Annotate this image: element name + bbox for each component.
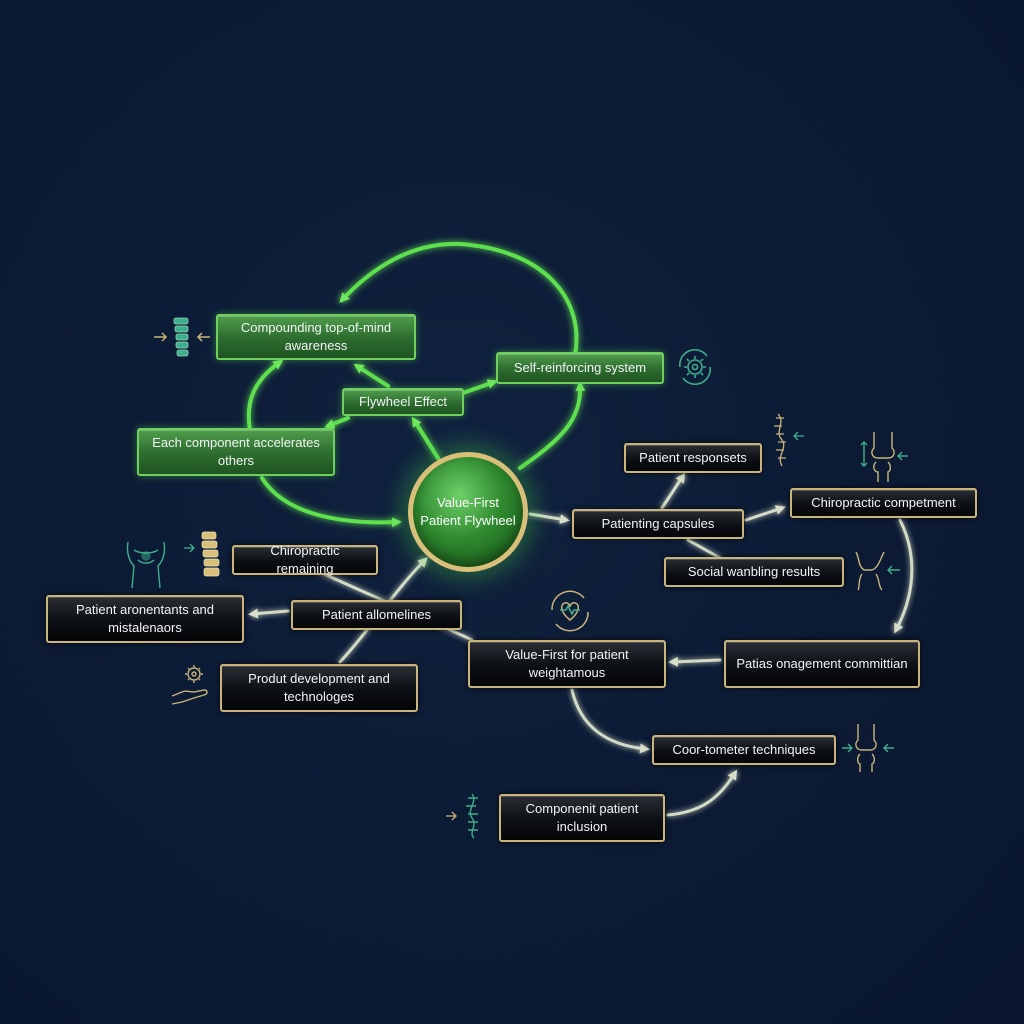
- node-chiropractic-remaining[interactable]: Chiropractic remaining: [232, 543, 378, 576]
- node-patias-management[interactable]: Patias onagement committian: [724, 640, 920, 688]
- node-produt-development[interactable]: Produt development and technologes: [220, 664, 418, 712]
- knee-side-icon: [855, 551, 900, 591]
- green-arrow-top-arc: [339, 241, 579, 357]
- glow-arrow-allomelines-to-aronentants: [248, 608, 290, 619]
- heart-cycle-icon: [551, 590, 589, 632]
- glow-arrow-capsules-to-competment: [744, 505, 786, 522]
- glow-arrow-competment-down: [894, 518, 914, 634]
- gear-cycle-icon: [679, 349, 711, 385]
- glow-arrow-value-to-coor: [570, 688, 650, 754]
- node-patient-responsets[interactable]: Patient responsets: [624, 443, 762, 473]
- knee-joint-icon: [860, 432, 908, 482]
- node-social-wanbling[interactable]: Social wanbling results: [664, 557, 844, 587]
- spine-right-icon: [774, 413, 804, 467]
- node-patienting-capsules[interactable]: Patienting capsules: [572, 509, 744, 539]
- green-arrow-left-arc: [246, 359, 284, 432]
- node-value-first-weightamous[interactable]: Value-First for patient weightamous: [468, 640, 666, 688]
- glow-arrow-capsules-to-social: [686, 538, 722, 560]
- hub-flywheel[interactable]: Value-First Patient Flywheel: [408, 452, 528, 572]
- node-coor-tometer[interactable]: Coor-tometer techniques: [652, 735, 836, 765]
- knee-joint-lower-icon: [842, 724, 894, 772]
- node-self-reinforcing[interactable]: Self-reinforcing system: [496, 352, 664, 384]
- node-flywheel-effect[interactable]: Flywheel Effect: [342, 388, 464, 416]
- green-arrow-bottom-left: [260, 476, 402, 528]
- spine-left-icon: [154, 317, 210, 357]
- node-patient-aronentants[interactable]: Patient aronentants and mistalenaors: [46, 595, 244, 643]
- spine-lower-icon: [446, 793, 478, 839]
- green-arrow-hub-up: [411, 416, 440, 460]
- node-component-inclusion[interactable]: Componenit patient inclusion: [499, 794, 665, 842]
- green-arrow-flywheel-to-top: [353, 363, 390, 388]
- glow-arrow-hub-to-capsules: [528, 512, 570, 524]
- hub-label: Value-First Patient Flywheel: [420, 495, 516, 528]
- node-compounding-awareness[interactable]: Compounding top-of-mind awareness: [216, 314, 416, 360]
- hand-gear-icon: [171, 665, 208, 705]
- green-arrow-flywheel-to-self: [461, 379, 498, 395]
- node-patient-allomelines[interactable]: Patient allomelines: [291, 600, 462, 630]
- spine-segment-icon: [184, 531, 220, 577]
- glow-arrow-management-to-value: [668, 656, 722, 667]
- glow-arrow-capsules-to-responsets: [660, 472, 686, 510]
- torso-icon: [126, 541, 166, 589]
- green-arrow-hub-to-self: [518, 381, 586, 470]
- glow-arrow-inclusion-to-coor: [666, 769, 738, 817]
- node-each-component[interactable]: Each component accelerates others: [137, 428, 335, 476]
- node-chiropractic-competment[interactable]: Chiropractic competment: [790, 488, 977, 518]
- green-arrow-flywheel-to-each: [324, 416, 350, 429]
